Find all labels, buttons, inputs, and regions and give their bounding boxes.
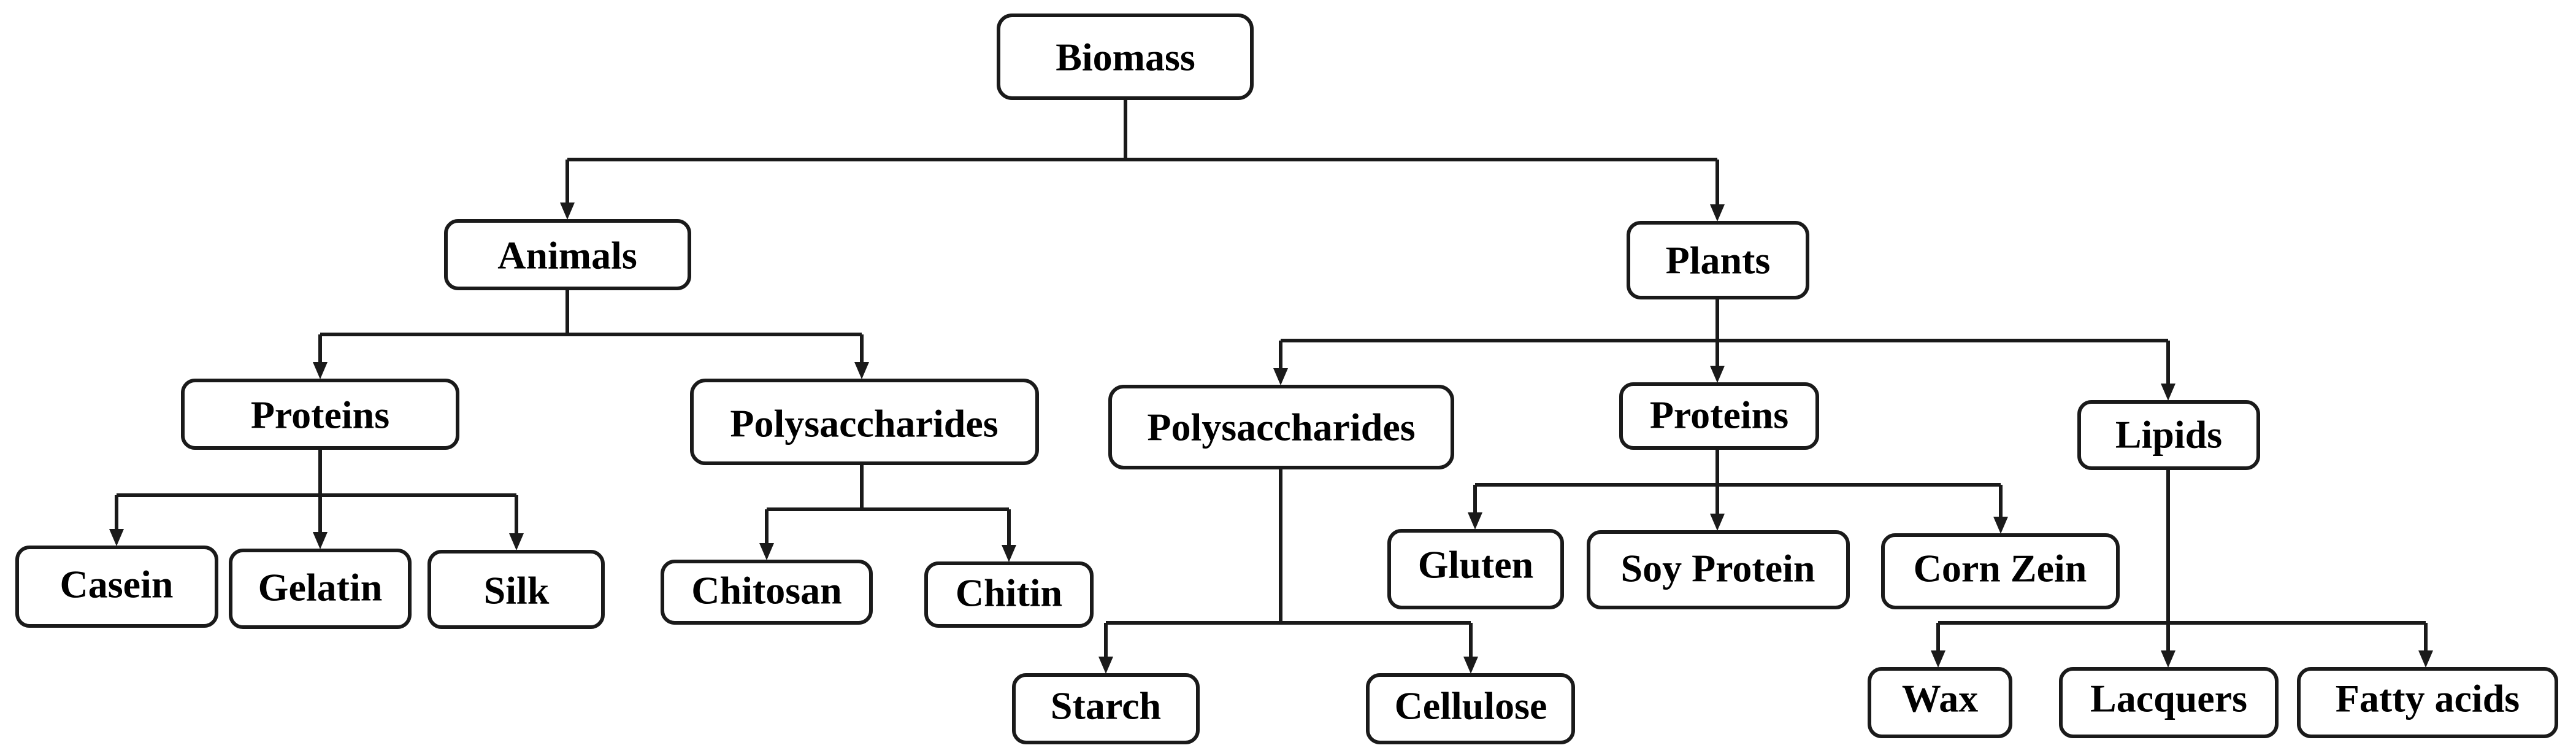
node-label-plant-proteins: Proteins [1650,393,1788,437]
connector-lines [115,98,2428,662]
node-label-fatty-acids: Fatty acids [2336,677,2520,720]
arrowhead-animals [560,202,575,220]
node-label-animal-proteins: Proteins [251,393,389,437]
arrowhead-soy-protein [1710,514,1725,531]
nodes: Biomass Animals Plants Proteins Polysacc… [15,14,2558,744]
node-label-gluten: Gluten [1418,543,1533,587]
node-lacquers: Lacquers [2059,667,2279,738]
node-label-chitosan: Chitosan [691,569,841,612]
arrowhead-lipids [2161,384,2175,401]
arrowhead-lacquers [2161,650,2175,668]
arrowhead-gelatin [313,532,328,549]
arrowhead-casein [109,529,124,546]
node-fatty-acids: Fatty acids [2297,667,2558,738]
arrowhead-cellulose [1463,657,1478,674]
arrowhead-starch [1098,657,1113,674]
node-label-biomass: Biomass [1056,36,1195,79]
node-label-lacquers: Lacquers [2090,677,2247,720]
arrowhead-plant-polysaccharides [1273,368,1288,385]
node-label-chitin: Chitin [956,571,1062,615]
node-label-cellulose: Cellulose [1395,684,1547,728]
arrowheads [109,202,2433,674]
arrowhead-plant-proteins [1710,366,1725,383]
node-plant-polysaccharides: Polysaccharides [1108,385,1454,469]
node-label-corn-zein: Corn Zein [1914,547,2087,590]
node-lipids: Lipids [2077,400,2260,470]
node-label-lipids: Lipids [2115,413,2222,457]
node-gluten: Gluten [1387,529,1564,609]
node-label-wax: Wax [1902,677,1978,720]
node-label-gelatin: Gelatin [258,566,383,609]
arrowhead-plants [1710,204,1725,222]
arrowhead-animal-polysaccharides [854,362,869,379]
arrowhead-animal-proteins [313,362,328,379]
node-gelatin: Gelatin [229,549,412,629]
node-casein: Casein [15,546,218,628]
node-biomass: Biomass [997,14,1254,100]
node-soy-protein: Soy Protein [1587,530,1850,609]
node-cellulose: Cellulose [1366,673,1575,744]
node-label-starch: Starch [1051,684,1161,728]
node-label-animals: Animals [497,234,637,277]
node-label-plants: Plants [1666,239,1771,282]
arrowhead-fatty-acids [2418,650,2433,668]
node-starch: Starch [1012,673,1200,744]
arrowhead-corn-zein [1993,517,2008,534]
node-plant-proteins: Proteins [1619,382,1819,450]
node-label-animal-polysaccharides: Polysaccharides [730,402,998,446]
node-silk: Silk [427,550,605,629]
arrowhead-gluten [1468,512,1482,530]
node-chitin: Chitin [924,561,1094,628]
node-chitosan: Chitosan [661,560,873,625]
node-plants: Plants [1627,221,1809,299]
arrowhead-wax [1931,650,1945,668]
node-label-plant-polysaccharides: Polysaccharides [1147,406,1415,449]
node-animals: Animals [444,219,691,290]
arrowhead-chitosan [759,543,774,560]
node-label-casein: Casein [60,563,174,606]
node-animal-proteins: Proteins [181,379,459,450]
arrowhead-chitin [1002,545,1016,562]
node-animal-polysaccharides: Polysaccharides [690,379,1039,465]
node-label-soy-protein: Soy Protein [1620,547,1815,590]
arrowhead-silk [509,533,524,550]
node-wax: Wax [1868,667,2012,738]
node-label-silk: Silk [484,569,550,612]
node-corn-zein: Corn Zein [1881,533,2120,609]
